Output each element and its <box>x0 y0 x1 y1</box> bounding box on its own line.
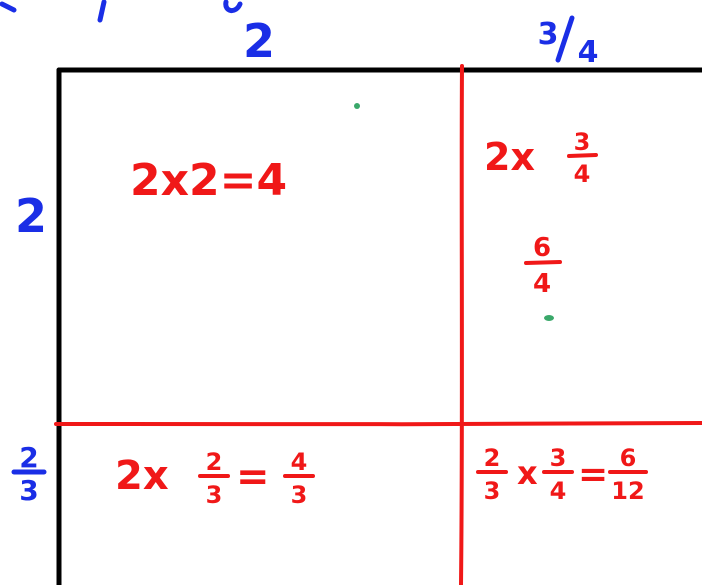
partition-lines <box>54 64 702 585</box>
cell-bottom-right-frac-a-den: 3 <box>484 477 501 505</box>
cell-bottom-right-result-den: 12 <box>611 477 644 505</box>
cell-top-right-result-num: 6 <box>533 233 551 263</box>
cell-bottom-left-result-den: 3 <box>291 481 308 509</box>
cropped-scribble <box>0 0 243 23</box>
top-fraction-label: 3 4 <box>538 15 599 70</box>
cell-bottom-right-frac-a-num: 2 <box>484 444 501 472</box>
cell-top-right-frac-bar <box>567 153 598 158</box>
cell-top-right-frac-num: 3 <box>574 128 591 156</box>
cell-bottom-left-frac-den: 3 <box>206 481 223 509</box>
cell-bottom-right-times: x <box>517 454 538 492</box>
top-fraction-den: 4 <box>578 35 599 70</box>
left-fraction-label: 2 3 <box>11 441 47 507</box>
left-whole-label: 2 <box>15 189 47 243</box>
cell-bottom-right-frac-b-num: 3 <box>550 444 567 472</box>
cell-bottom-left-lead: 2x <box>115 453 169 499</box>
cell-top-right-result-bar <box>524 260 562 265</box>
top-fraction-slash <box>555 15 575 63</box>
left-fraction-den: 3 <box>19 474 38 507</box>
cell-top-left-product: 2x2=4 <box>130 155 287 206</box>
vertical-partition <box>459 64 464 585</box>
cell-top-right: 2x 3 4 6 4 <box>484 128 598 299</box>
top-whole-label: 2 <box>243 14 275 68</box>
cell-top-right-result-den: 4 <box>533 269 551 299</box>
cell-bottom-right-result-num: 6 <box>620 444 637 472</box>
cell-top-right-frac-den: 4 <box>574 160 591 188</box>
horizontal-partition <box>54 421 702 427</box>
top-fraction-num: 3 <box>538 17 559 52</box>
cell-bottom-right-eq: = <box>578 454 608 495</box>
cell-bottom-left-eq: = <box>236 454 270 500</box>
outer-frame <box>56 67 702 585</box>
cell-bottom-left-frac-num: 2 <box>206 448 223 476</box>
stray-dots <box>354 103 554 321</box>
cell-bottom-left: 2x 2 3 = 4 3 <box>115 448 315 509</box>
cell-bottom-left-result-num: 4 <box>291 448 308 476</box>
left-fraction-num: 2 <box>19 441 38 474</box>
cell-bottom-right: 2 3 x 3 4 = 6 12 <box>476 444 648 505</box>
cell-top-right-lead: 2x <box>484 135 535 179</box>
cell-bottom-right-frac-b-den: 4 <box>550 477 567 505</box>
